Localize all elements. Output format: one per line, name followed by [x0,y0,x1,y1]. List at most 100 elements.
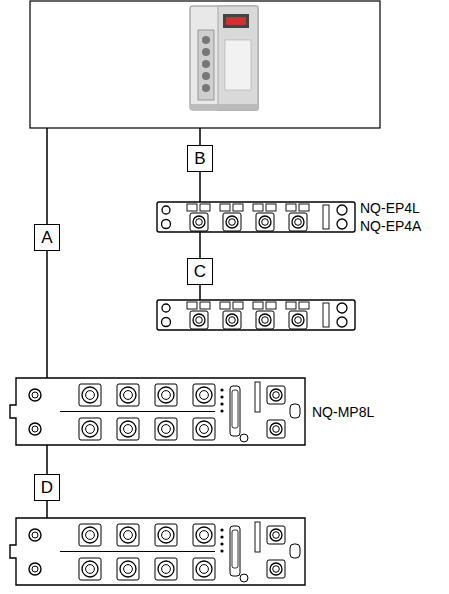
device-detail [267,526,285,544]
device-detail [157,202,355,232]
device-detail [200,425,209,434]
device-detail [32,426,38,432]
device-detail [220,528,223,531]
cable-letter-box: B [187,145,213,172]
device-detail [190,213,208,231]
device-detail [255,522,260,552]
device-detail [232,530,238,568]
device-detail [187,204,197,211]
device-detail [162,220,171,229]
device-detail [273,532,280,539]
device-detail [32,532,38,538]
device-detail [86,531,95,540]
device-detail [158,561,174,577]
model-name: NQ-EP4A [360,218,421,234]
device-detail [193,418,215,440]
device-detail [158,387,174,403]
device-detail [229,317,236,324]
device-detail [295,317,302,324]
device-detail [155,384,177,406]
device-detail [286,204,296,211]
device-detail [124,531,133,540]
device-detail [337,219,347,229]
device-detail [79,384,101,406]
device-detail [196,387,212,403]
cable-letter: D [41,479,53,496]
device-detail [220,388,223,391]
device-detail [10,518,305,585]
device-detail [193,216,205,228]
io-module-ep4 [157,300,355,330]
device-detail [117,524,139,546]
device-detail [262,219,269,226]
device-detail [82,527,98,543]
device-detail [162,206,170,214]
device-detail [299,302,309,309]
device-detail [60,551,215,552]
device-detail [29,423,41,435]
device-detail [196,219,203,226]
device-detail [162,565,171,574]
device-detail [266,204,276,211]
power-supply-unit [190,6,258,110]
device-detail [82,561,98,577]
device-detail [158,421,174,437]
device-detail [162,318,171,327]
device-detail [233,302,243,309]
device-detail [200,391,209,400]
device-detail [286,302,296,309]
device-detail [162,304,170,312]
device-detail [295,219,302,226]
device-detail [220,204,230,211]
device-detail [292,216,304,228]
device-detail [240,434,248,442]
device-detail [82,421,98,437]
device-detail [273,426,280,433]
cable-letter-box: A [34,224,60,251]
device-detail [79,418,101,440]
device-detail [267,386,285,404]
device-detail [193,558,215,580]
device-detail [256,213,274,231]
device-detail [196,561,212,577]
device-detail [270,529,282,541]
device-detail [220,402,223,405]
device-detail [220,535,223,538]
model-name: NQ-EP4L [360,200,420,216]
device-detail [162,425,171,434]
device-detail [60,411,215,412]
device-detail [32,392,38,398]
device-detail [290,404,300,418]
device-detail [29,563,41,575]
device-detail [162,391,171,400]
device-detail [232,390,238,428]
device-detail [29,529,41,541]
device-detail [289,311,307,329]
device-detail [233,204,243,211]
device-detail [240,574,248,582]
device-detail [337,317,347,327]
device-detail [29,389,41,401]
device-detail [337,303,347,313]
cable-letter: C [194,263,206,280]
device-detail [117,418,139,440]
device-detail [259,216,271,228]
device-detail [220,549,223,552]
device-detail [273,566,280,573]
device-detail [200,204,210,211]
device-detail [267,420,285,438]
device-detail [155,524,177,546]
io-module-mp8 [10,378,305,445]
device-detail [200,531,209,540]
device-detail [187,302,197,309]
power-supply-frame [30,1,380,128]
device-detail [82,387,98,403]
device-detail [223,311,241,329]
device-detail [299,204,309,211]
device-detail [253,204,263,211]
device-detail [323,303,329,327]
device-detail [226,314,238,326]
device-detail [193,384,215,406]
device-detail [220,542,223,545]
